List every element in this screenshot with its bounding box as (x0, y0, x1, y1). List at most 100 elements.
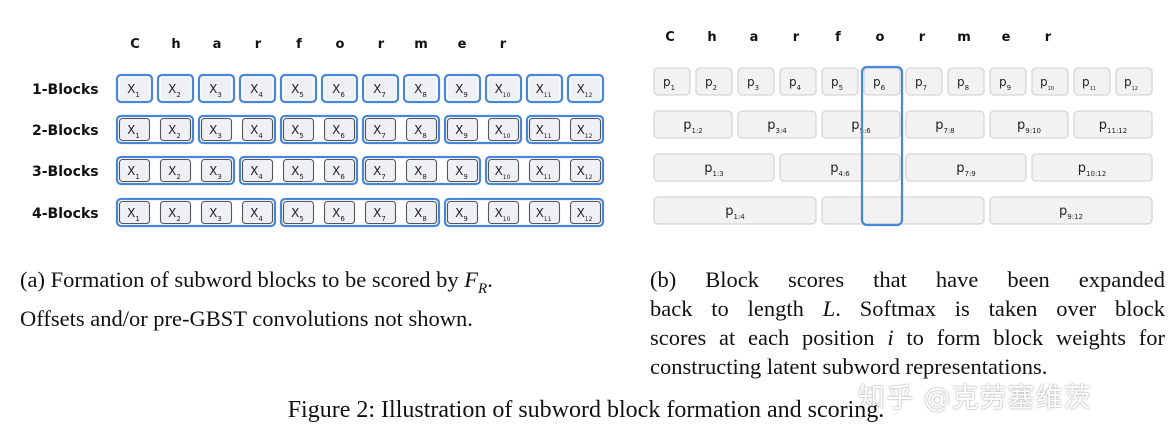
panel-b-score-label: p7:9 (956, 161, 976, 178)
panel-b-score-label: p7:8 (935, 118, 955, 135)
panel-a-token: X10 (495, 82, 511, 99)
panel-a-token-cell (364, 158, 397, 183)
panel-a-token: X12 (577, 82, 593, 99)
panel-b-score-label: p3 (747, 75, 759, 92)
panel-a-token-cell (282, 117, 315, 142)
panel-a-token-cell (323, 117, 356, 142)
panel-a-block (279, 197, 441, 228)
panel-a-token: X9 (455, 123, 468, 140)
panel-a-block (197, 114, 277, 145)
panel-a-token-cell (364, 117, 397, 142)
panel-a-block (484, 155, 605, 186)
panel-a-token: X10 (495, 123, 511, 140)
panel-a-token: X6 (332, 164, 345, 181)
panel-b-score-label: p3:4 (767, 118, 787, 135)
panel-a-token: X9 (455, 82, 468, 99)
caption-b-line2-post: . Softmax is taken over block (835, 296, 1165, 321)
panel-a-token: X9 (455, 164, 468, 181)
panel-b-char: m (957, 30, 971, 45)
panel-a-token-cell (569, 158, 602, 183)
panel-b-score-label: p9:12 (1059, 204, 1083, 221)
panel-b-score-label: p1:3 (704, 161, 724, 178)
panel-b-block (905, 110, 985, 139)
panel-a-block (443, 114, 523, 145)
panel-b-block (905, 67, 943, 96)
caption-a-line2: Offsets and/or pre-GBST convolutions not… (20, 305, 473, 331)
panel-b-score-label: p10 (1040, 75, 1054, 92)
caption-b-line3-post: to form block weights for (893, 325, 1165, 350)
caption-b-math-l: L (822, 296, 836, 321)
caption-b-line3: scores at each position i to form block … (650, 323, 1165, 352)
panel-a-char: f (296, 37, 302, 52)
panel-b-block (653, 153, 775, 182)
panel-a-token-cell (159, 158, 192, 183)
panel-a-token: X7 (373, 123, 386, 140)
panel-a-token: X12 (577, 206, 593, 223)
panel-a-token-cell (200, 117, 233, 142)
panel-b-block (905, 153, 1027, 182)
panel-a-token: X11 (536, 82, 552, 99)
caption-b-line3-pre: scores at each position (650, 325, 888, 350)
caption-b-line4: constructing latent subword representati… (650, 354, 1048, 379)
panel-a-char: o (336, 37, 345, 52)
panel-a-token-cell (119, 77, 150, 100)
panel-b-char: f (835, 30, 841, 45)
panel-b-block (1031, 67, 1069, 96)
panel-a-token: X1 (127, 164, 140, 181)
panel-a-block (402, 73, 441, 104)
panel-a-block (361, 114, 441, 145)
panel-a-token: X7 (373, 82, 386, 99)
panel-a-token: X11 (536, 164, 552, 181)
panel-a-token-cell (282, 158, 315, 183)
panel-a-token-cell (160, 77, 191, 100)
panel-a-token: X1 (127, 82, 140, 99)
panel-b-char: o (876, 30, 885, 45)
panel-a-token: X2 (168, 164, 181, 181)
panel-a-token-cell (159, 117, 192, 142)
panel-a-token-cell (446, 200, 479, 225)
panel-a-token-cell (446, 158, 479, 183)
panel-a-block (566, 73, 605, 104)
panel-a-block (484, 73, 523, 104)
panel-a-token-cell (242, 77, 273, 100)
panel-b-block (989, 67, 1027, 96)
panel-b-char: a (750, 30, 759, 45)
panel-a-token-cell (405, 117, 438, 142)
panel-a-token-cell (406, 77, 437, 100)
panel-a-token: X3 (209, 82, 222, 99)
panel-a-token: X6 (332, 206, 345, 223)
panel-a-token: X7 (373, 164, 386, 181)
panel-a-token: X2 (168, 123, 181, 140)
panel-a-token: X4 (250, 82, 263, 99)
panel-a-block (115, 155, 236, 186)
caption-a-period: . (487, 267, 493, 292)
caption-a-math-r: R (478, 280, 488, 297)
panel-a-token: X12 (577, 123, 593, 140)
panel-a-token: X9 (455, 206, 468, 223)
panel-a-token-cell (487, 158, 520, 183)
panel-a-token: X7 (373, 206, 386, 223)
panel-a-token-cell (529, 77, 560, 100)
panel-a-token: X2 (168, 82, 181, 99)
panel-a-token-cell (324, 77, 355, 100)
panel-b-block (737, 110, 817, 139)
panel-a-token: X8 (414, 123, 427, 140)
panel-a-token-cell (569, 117, 602, 142)
panel-b-char: h (707, 30, 716, 45)
panel-a-char: m (414, 37, 428, 52)
panel-a-block (443, 73, 482, 104)
panel-b-block (821, 67, 859, 96)
panel-a-block (197, 73, 236, 104)
panel-a-char: e (458, 37, 467, 52)
panel-b-char: e (1002, 30, 1011, 45)
panel-a-token: X11 (536, 123, 552, 140)
panel-a-token: X11 (536, 206, 552, 223)
panel-a-block (320, 73, 359, 104)
panel-a-token-cell (283, 77, 314, 100)
panel-a-token-cell (405, 158, 438, 183)
panel-b-score-label: p4 (789, 75, 802, 92)
panel-b-score-label: p1:4 (725, 204, 745, 221)
panel-a-token-cell (282, 200, 315, 225)
panel-a-token-cell (159, 200, 192, 225)
panel-b-block (1073, 67, 1111, 96)
